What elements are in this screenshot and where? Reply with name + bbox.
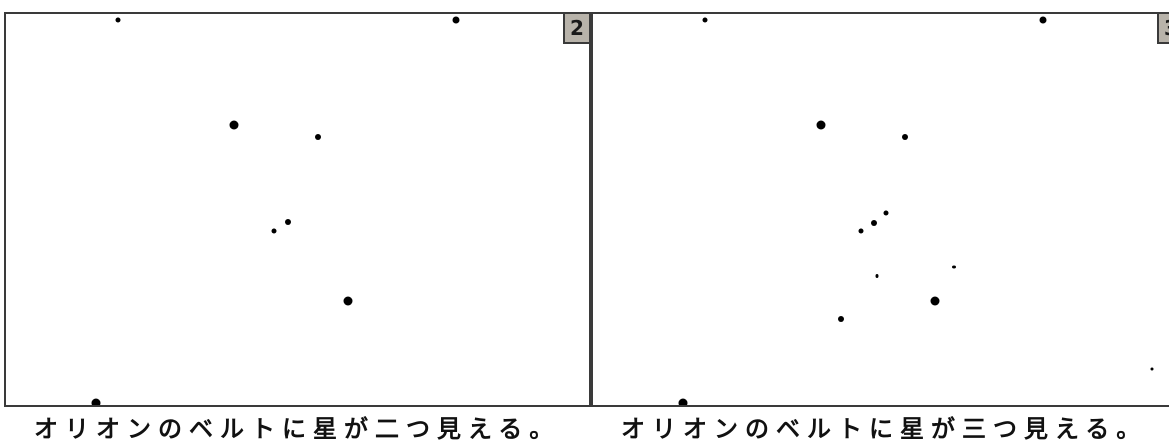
star xyxy=(343,296,353,306)
panel-caption-2: オリオンのベルトに星が三つ見える。 xyxy=(621,415,1148,443)
star xyxy=(1039,16,1047,24)
star xyxy=(678,398,688,405)
star-panel-2: 3 xyxy=(591,12,1169,407)
star xyxy=(875,274,879,278)
star xyxy=(229,120,239,130)
star xyxy=(115,17,121,23)
star xyxy=(315,134,321,140)
star xyxy=(91,398,101,405)
star xyxy=(883,210,889,216)
panel-number-badge: 3 xyxy=(1157,14,1169,44)
star xyxy=(952,265,956,269)
star xyxy=(285,219,291,225)
star xyxy=(816,120,826,130)
star xyxy=(858,228,864,234)
star xyxy=(271,228,277,234)
panel-caption-1: オリオンのベルトに星が二つ見える。 xyxy=(34,415,561,443)
star xyxy=(871,220,877,226)
star xyxy=(902,134,908,140)
star xyxy=(930,296,940,306)
star xyxy=(838,316,844,322)
star xyxy=(1150,367,1154,371)
star xyxy=(702,17,708,23)
star-panel-1: 2 xyxy=(4,12,591,407)
panel-number-badge: 2 xyxy=(563,14,589,44)
star xyxy=(452,16,460,24)
